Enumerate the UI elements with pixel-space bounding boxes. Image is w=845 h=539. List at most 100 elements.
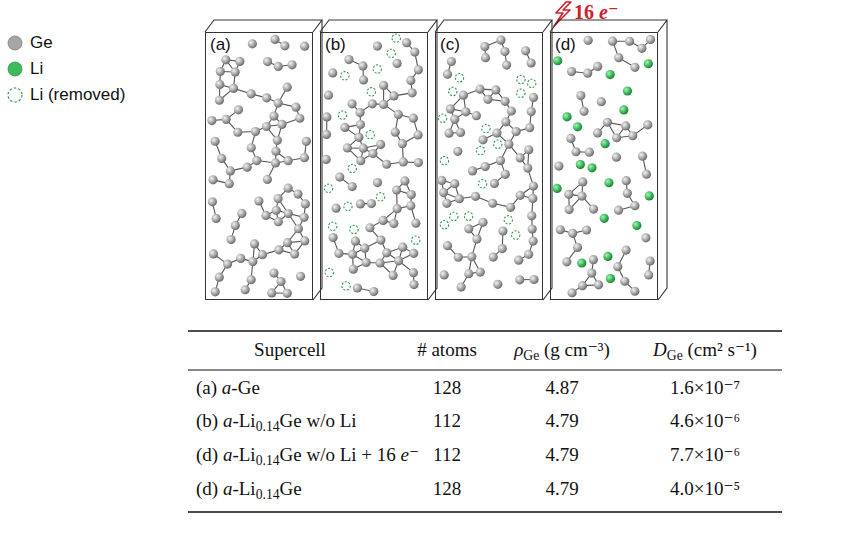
table-text: Ge w/o Li bbox=[280, 410, 357, 431]
removed-li-site bbox=[392, 34, 400, 42]
ge-atom bbox=[247, 275, 256, 284]
ge-atom bbox=[358, 61, 367, 70]
ge-atom bbox=[472, 234, 481, 243]
li-atom bbox=[623, 86, 632, 95]
removed-li-site bbox=[482, 124, 490, 132]
ge-atom bbox=[406, 201, 415, 210]
table-text: -Li bbox=[232, 444, 255, 465]
removed-li-site bbox=[342, 282, 350, 290]
ge-atom bbox=[248, 39, 257, 48]
table-cell: (d)a-Li0.14Ge bbox=[196, 477, 302, 507]
ge-atom bbox=[258, 250, 267, 259]
table-text: 112 bbox=[433, 410, 461, 431]
ge-atom bbox=[528, 194, 537, 203]
ge-atom bbox=[492, 128, 501, 137]
li-atom bbox=[573, 122, 582, 131]
removed-li-site bbox=[325, 268, 333, 276]
ge-atom bbox=[243, 163, 252, 172]
ge-atom bbox=[208, 197, 217, 206]
table-text: e⁻ bbox=[599, 1, 618, 23]
ge-atom bbox=[276, 277, 285, 286]
ge-atom bbox=[453, 147, 462, 156]
ge-atom bbox=[300, 42, 309, 51]
legend-entry: Li bbox=[6, 59, 43, 79]
removed-li-site bbox=[350, 225, 358, 233]
table-text: Ge w/o Li + 16 bbox=[280, 444, 396, 465]
ge-atom bbox=[359, 144, 368, 153]
ge-atom bbox=[356, 199, 365, 208]
ge-atom bbox=[347, 99, 356, 108]
ge-atom bbox=[593, 128, 602, 137]
table-cell: ρGe(g cm⁻³) bbox=[514, 338, 610, 368]
ge-atom bbox=[524, 145, 533, 154]
ge-atom bbox=[349, 265, 358, 274]
ge-atom bbox=[496, 35, 505, 44]
ge-atom bbox=[360, 244, 369, 253]
ge-atom bbox=[628, 131, 637, 140]
panel-label: (a) bbox=[206, 33, 235, 57]
li-atom bbox=[619, 105, 628, 114]
ge-atom bbox=[409, 249, 418, 258]
ge-atom bbox=[512, 127, 521, 136]
ge-atom bbox=[302, 137, 311, 146]
panel-label: (c) bbox=[436, 33, 464, 57]
ge-atom bbox=[261, 211, 270, 220]
li-atom bbox=[604, 178, 613, 187]
ge-atom bbox=[480, 42, 489, 51]
table-text: 128 bbox=[433, 377, 462, 398]
ge-atom bbox=[496, 156, 505, 165]
ge-atom bbox=[248, 257, 257, 266]
ge-atom bbox=[402, 38, 411, 47]
ge-atom bbox=[280, 41, 289, 50]
ge-atom bbox=[456, 128, 465, 137]
table-text: -Ge bbox=[231, 377, 259, 398]
removed-li-site bbox=[373, 65, 381, 73]
ge-atom bbox=[461, 107, 470, 116]
li-atom bbox=[577, 258, 586, 267]
li-atom bbox=[601, 139, 610, 148]
table-text: 4.79 bbox=[545, 444, 578, 465]
ge-atom bbox=[587, 268, 596, 277]
table-cell: 7.7×10⁻⁶ bbox=[670, 443, 740, 467]
ge-atom bbox=[498, 226, 507, 235]
ge-atom bbox=[208, 175, 217, 184]
ge-atom bbox=[504, 140, 513, 149]
ge-atom bbox=[296, 272, 305, 281]
ge-atom bbox=[638, 152, 647, 161]
ge-atom bbox=[443, 241, 452, 250]
table-cell: 1.6×10⁻⁷ bbox=[670, 376, 740, 400]
ge-atom bbox=[225, 179, 234, 188]
ge-atom bbox=[565, 205, 574, 214]
table-text: Supercell bbox=[254, 339, 326, 360]
ge-atom bbox=[334, 249, 343, 258]
ge-atom bbox=[582, 225, 591, 234]
ge-atom bbox=[529, 275, 538, 284]
ge-atom bbox=[233, 128, 242, 137]
table-rule bbox=[188, 330, 782, 332]
ge-atom bbox=[229, 84, 238, 93]
table-text: (d) bbox=[196, 478, 218, 499]
ge-atom bbox=[516, 153, 525, 162]
table-text: (b) bbox=[196, 410, 218, 431]
ge-atom bbox=[269, 111, 278, 120]
li-atom bbox=[606, 274, 615, 283]
table-text: a bbox=[223, 410, 233, 431]
table-cell: # atoms bbox=[417, 338, 477, 362]
removed-li-site bbox=[528, 79, 536, 87]
ge-atom bbox=[226, 166, 235, 175]
ge-atom bbox=[642, 170, 651, 179]
ge-atom bbox=[478, 135, 487, 144]
ge-atom bbox=[527, 211, 536, 220]
ge-atom bbox=[439, 188, 448, 197]
table-cell: 112 bbox=[433, 443, 461, 467]
ge-atom bbox=[231, 221, 240, 230]
ge-atom bbox=[568, 229, 577, 238]
ge-atom bbox=[392, 59, 401, 68]
ge-atom bbox=[471, 192, 480, 201]
panel-depth-edge bbox=[205, 20, 322, 300]
atom-structures bbox=[207, 34, 655, 298]
ge-atom bbox=[272, 206, 281, 215]
removed-li-site bbox=[494, 140, 502, 148]
ge-atom bbox=[450, 179, 459, 188]
ge-atom bbox=[328, 68, 337, 77]
